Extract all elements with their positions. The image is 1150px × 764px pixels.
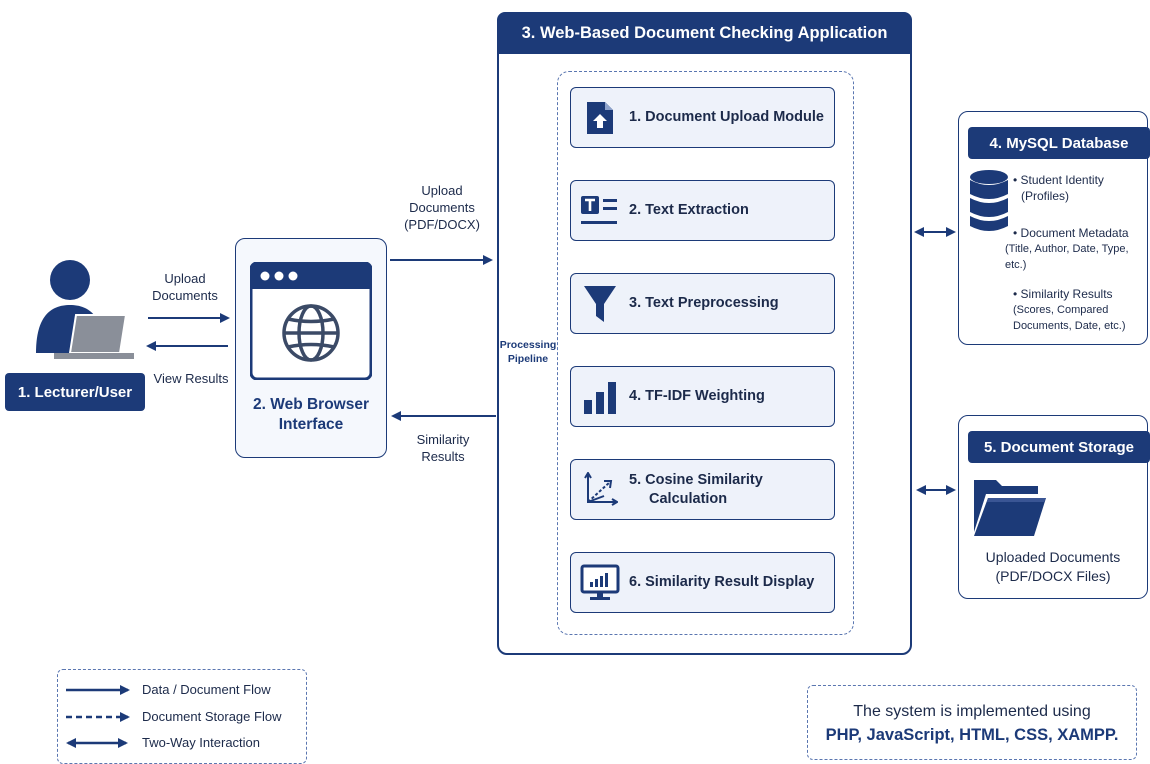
document-storage-caption: Uploaded Documents(PDF/DOCX Files) [985, 549, 1121, 584]
implementation-note-line1: The system is implemented using [853, 703, 1091, 720]
bar-chart-icon [584, 381, 616, 414]
document-storage-box [958, 415, 1148, 599]
globe-icon [282, 304, 340, 362]
step-label: 1. Document Upload Module [629, 109, 824, 125]
web-application-title: 3. Web-Based Document Checking Applicati… [497, 12, 912, 54]
step-label: 6. Similarity Result Display [629, 574, 815, 590]
view-results-label: View Results [153, 371, 229, 386]
implementation-note-box [807, 685, 1137, 760]
lecturer-user-icon [36, 260, 134, 359]
database-cylinder-icon [970, 170, 1008, 231]
legend-document-storage-flow: Document Storage Flow [142, 709, 282, 724]
step-text-extraction: 2. Text Extraction [570, 180, 835, 241]
implementation-note-line2: PHP, JavaScript, HTML, CSS, XAMPP. [825, 726, 1119, 744]
browser-window-icon [250, 262, 372, 380]
legend-data-document-flow: Data / Document Flow [142, 682, 271, 697]
database-item-document-metadata: • Document Metadata(Title, Author, Date,… [1005, 226, 1129, 271]
text-extraction-icon [581, 195, 617, 224]
folder-icon [974, 480, 1046, 536]
step-text-preprocessing: 3. Text Preprocessing [570, 273, 835, 334]
document-storage-title: 5. Document Storage [968, 431, 1150, 463]
upload-file-icon [587, 101, 613, 134]
step-label: 3. Text Preprocessing [629, 295, 779, 311]
lecturer-user-label: 1. Lecturer/User [5, 373, 145, 411]
database-item-student-identity: • Student Identity(Profiles) [1013, 173, 1104, 203]
step-tf-idf-weighting: 4. TF-IDF Weighting [570, 366, 835, 427]
step-similarity-result-display: 6. Similarity Result Display [570, 552, 835, 613]
step-document-upload-module: 1. Document Upload Module [570, 87, 835, 148]
processing-pipeline-box [557, 71, 854, 635]
legend-two-way-interaction: Two-Way Interaction [142, 735, 261, 750]
step-label: 4. TF-IDF Weighting [629, 388, 765, 404]
step-label: 2. Text Extraction [629, 202, 749, 218]
funnel-icon [584, 285, 616, 322]
mysql-database-box [958, 111, 1148, 345]
vector-axes-icon [584, 471, 618, 506]
monitor-chart-icon [580, 564, 620, 600]
mysql-database-title: 4. MySQL Database [968, 127, 1150, 159]
